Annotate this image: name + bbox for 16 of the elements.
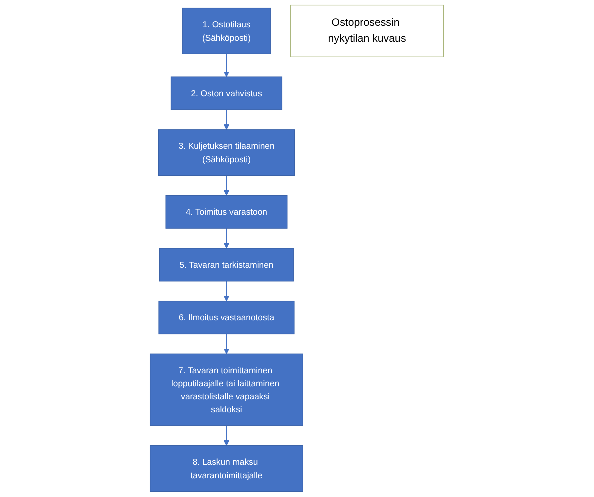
node-box: Ostoprosessin nykytilan kuvaus <box>290 4 444 58</box>
node-box: 6. Ilmoitus vastaanotosta <box>158 301 295 335</box>
arrow <box>224 175 230 196</box>
node-box: 8. Laskun maksu tavarantoimittajalle <box>150 446 304 492</box>
arrow <box>224 109 230 130</box>
arrow <box>224 280 230 302</box>
arrow <box>224 228 230 249</box>
node-box: 3. Kuljetuksen tilaaminen (Sähköposti) <box>158 130 296 176</box>
node-box: 2. Oston vahvistus <box>170 76 283 110</box>
node-box: 5. Tavaran tarkistaminen <box>160 248 294 282</box>
arrow <box>224 334 230 354</box>
arrow <box>224 425 230 446</box>
node-box: 1. Ostotilaus (Sähköposti) <box>182 8 272 54</box>
arrow <box>224 54 230 78</box>
node-box: 4. Toimitus varastoon <box>166 195 288 229</box>
node-box: 7. Tavaran toimittaminen lopputilaajalle tai laittaminen varastolistalle vapaaksi saldoksi <box>150 354 304 426</box>
